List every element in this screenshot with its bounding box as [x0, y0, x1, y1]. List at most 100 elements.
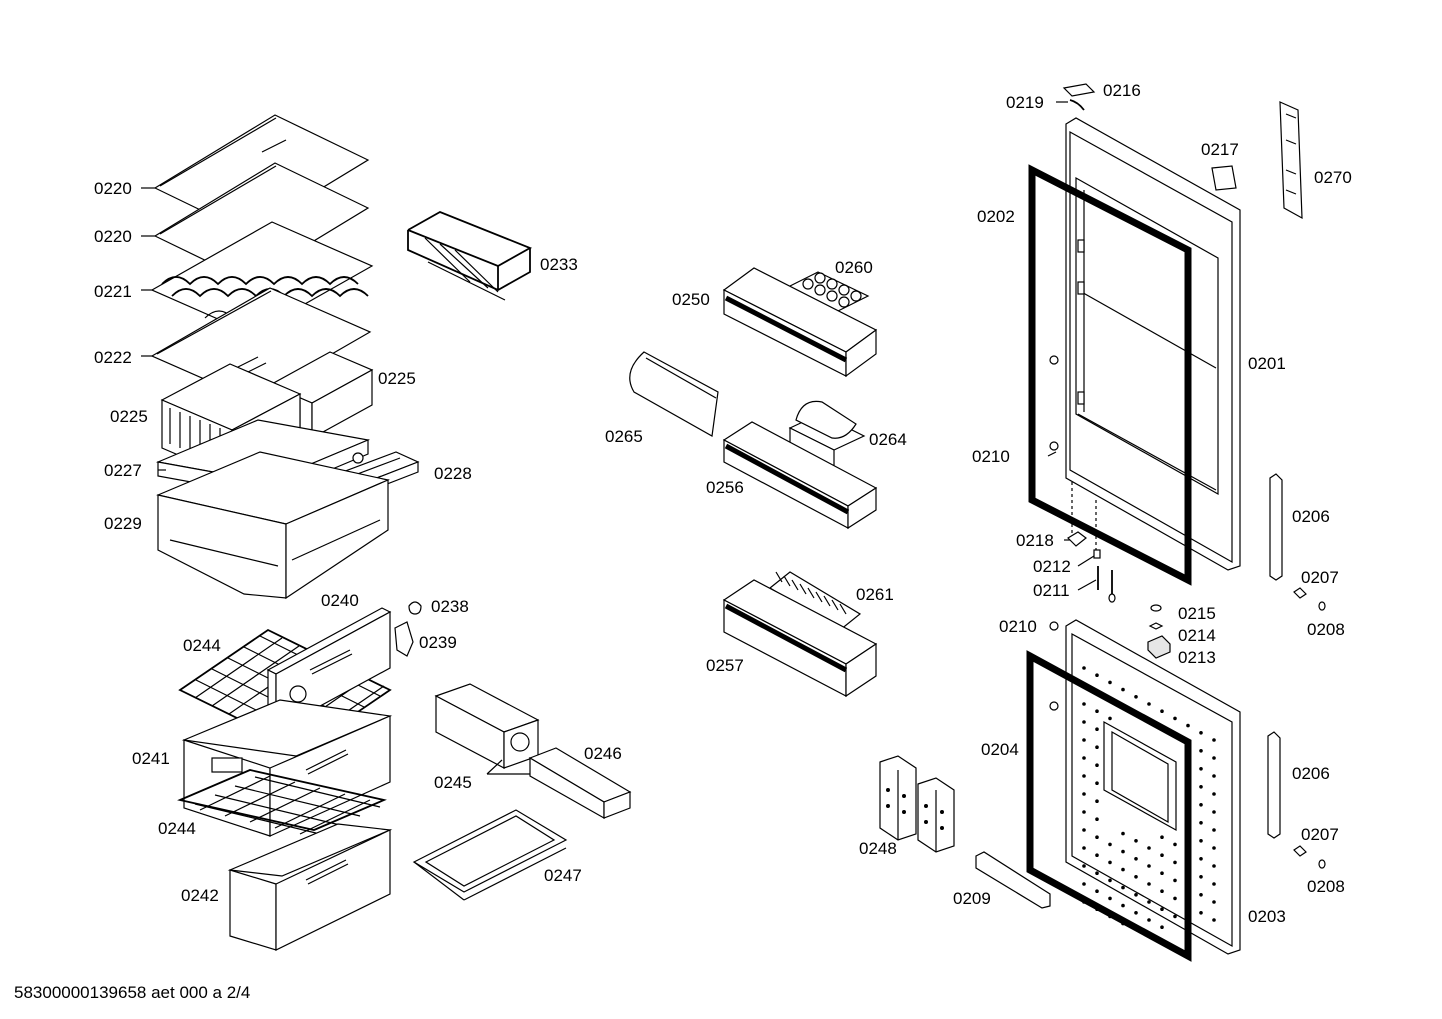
cover-strip-0209: [975, 851, 1051, 909]
ice-tray-0247: [412, 809, 568, 901]
label-0229: 0229: [104, 514, 142, 533]
door-dot: [1082, 774, 1086, 778]
label-0256: 0256: [706, 478, 744, 497]
spring-0219: [1069, 99, 1085, 111]
label-0219: 0219: [1006, 93, 1044, 112]
door-dot: [1147, 864, 1151, 868]
screw-0207-upper: [1293, 587, 1326, 611]
label-0208-upper: 0208: [1307, 620, 1345, 639]
door-dot: [1199, 875, 1203, 879]
label-0233: 0233: [540, 255, 578, 274]
door-dot: [1212, 864, 1216, 868]
door-dot: [1212, 828, 1216, 832]
label-0203: 0203: [1248, 907, 1286, 926]
label-0202: 0202: [977, 207, 1015, 226]
cover-0217: [1211, 165, 1237, 191]
door-dot: [1199, 821, 1203, 825]
door-dot: [1199, 911, 1203, 915]
fridge-door-0201: [1065, 117, 1241, 571]
door-dot: [1095, 709, 1099, 713]
door-dot: [1199, 803, 1203, 807]
door-dot: [1095, 889, 1099, 893]
label-0206-lower: 0206: [1292, 764, 1330, 783]
door-dot: [1082, 810, 1086, 814]
label-0248: 0248: [859, 839, 897, 858]
label-0244-top: 0244: [183, 636, 221, 655]
door-dot: [1082, 792, 1086, 796]
door-dot: [1121, 831, 1125, 836]
door-dot: [1199, 767, 1203, 771]
egg-tray-0260: [784, 271, 870, 313]
drawer-0229: [156, 451, 390, 600]
screw-0210-upper: [1049, 355, 1059, 451]
label-0225-front: 0225: [110, 407, 148, 426]
label-0212: 0212: [1033, 557, 1071, 576]
door-dot: [1147, 918, 1151, 922]
door-dot: [1108, 716, 1112, 721]
door-gasket-0204: [1026, 650, 1192, 962]
label-0207-upper: 0207: [1301, 568, 1339, 587]
door-dot: [1199, 857, 1203, 861]
door-dot: [1212, 810, 1216, 814]
door-dot: [1173, 842, 1177, 847]
leader-lines: [141, 101, 1097, 591]
door-dot: [1173, 860, 1177, 865]
door-dot: [1147, 702, 1151, 706]
label-0257: 0257: [706, 656, 744, 675]
handle-0206-upper: [1269, 473, 1283, 581]
door-dot: [1160, 835, 1164, 839]
door-dot: [1095, 835, 1099, 839]
label-0220-top: 0220: [94, 179, 132, 198]
label-0227: 0227: [104, 461, 142, 480]
hinge-parts-0215-0214-0213: [1147, 604, 1171, 659]
door-shelf-0257: [722, 579, 878, 698]
label-0215: 0215: [1178, 604, 1216, 623]
freezer-door-0203: [1065, 619, 1241, 955]
label-0245: 0245: [434, 773, 472, 792]
door-dot: [1147, 846, 1151, 850]
door-dot: [1108, 878, 1112, 883]
label-0250: 0250: [672, 290, 710, 309]
screw-0210-lower: [1049, 621, 1059, 631]
door-dot: [1160, 871, 1164, 875]
door-dot: [1134, 857, 1138, 861]
drawer-0242: [227, 823, 393, 951]
door-dot: [1121, 885, 1125, 890]
door-dot: [1134, 839, 1138, 843]
door-dot: [1108, 896, 1112, 901]
door-dot: [1173, 914, 1177, 919]
door-dot: [1160, 907, 1164, 911]
door-dot: [1212, 792, 1216, 796]
door-dot: [1095, 817, 1099, 821]
label-0265: 0265: [605, 427, 643, 446]
cold-pack-0248-b: [917, 777, 955, 853]
label-0240: 0240: [321, 591, 359, 610]
label-0208-lower: 0208: [1307, 877, 1345, 896]
door-dot: [1082, 756, 1086, 760]
door-dot: [1134, 695, 1138, 699]
wire-basket-0233: [407, 211, 533, 301]
label-0260: 0260: [835, 258, 873, 277]
label-0217: 0217: [1201, 140, 1239, 159]
label-0261: 0261: [856, 585, 894, 604]
door-dot: [1134, 893, 1138, 897]
label-0207-lower: 0207: [1301, 825, 1339, 844]
door-dot: [1160, 709, 1164, 713]
ice-container-0245: [434, 683, 540, 775]
door-dot: [1082, 702, 1086, 706]
door-dot: [1095, 763, 1099, 767]
door-dot: [1121, 849, 1125, 854]
label-0238: 0238: [431, 597, 469, 616]
top-cap-0216: [1062, 83, 1096, 97]
cover-0265: [629, 351, 719, 437]
drawer-0241: [181, 699, 393, 837]
label-0204: 0204: [981, 740, 1019, 759]
label-0210-lower: 0210: [999, 617, 1037, 636]
label-0247: 0247: [544, 866, 582, 885]
door-dot: [1212, 900, 1216, 904]
door-dot: [1082, 738, 1086, 742]
door-dot: [1212, 918, 1216, 922]
cold-pack-0248-a: [879, 755, 917, 841]
door-dot: [1199, 749, 1203, 753]
control-panel-0270: [1279, 101, 1303, 220]
